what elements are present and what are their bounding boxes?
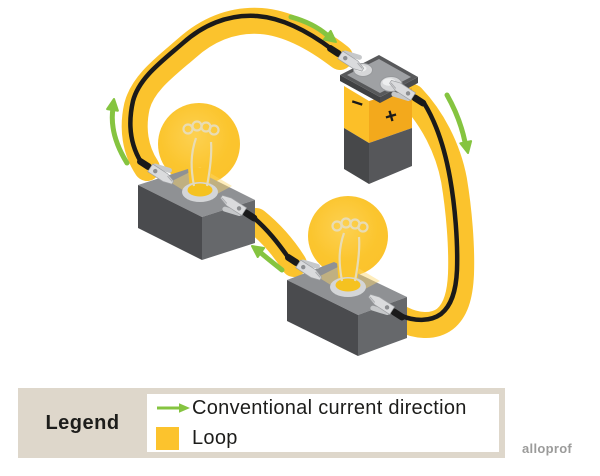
loop-segment-battery-to-bulb1 bbox=[121, 7, 353, 181]
alloprof-watermark: alloprof bbox=[522, 441, 573, 456]
battery-9v: − + bbox=[340, 55, 418, 184]
battery-left-face-dark bbox=[344, 128, 369, 184]
wire-bulb1-to-bulb2 bbox=[251, 215, 291, 260]
current-direction-arrows bbox=[106, 14, 473, 273]
current-arrow-right bbox=[444, 92, 473, 154]
socket-1-front-face bbox=[138, 185, 202, 260]
battery-front-face-dark bbox=[369, 128, 412, 184]
loop-color-swatch-icon bbox=[156, 426, 192, 450]
legend: Legend Conventional current direction Lo… bbox=[18, 388, 505, 458]
wire-bulb2-to-battery bbox=[399, 100, 460, 323]
bulb-2-filament bbox=[331, 217, 369, 282]
circuit-illustration: − + bbox=[106, 7, 475, 356]
current-direction-arrow-icon bbox=[156, 402, 192, 414]
legend-item-current-direction: Conventional current direction bbox=[156, 396, 499, 420]
battery-plus-label: + bbox=[382, 104, 400, 129]
wire-battery-to-bulb1 bbox=[128, 13, 336, 165]
current-arrow-left bbox=[106, 98, 130, 166]
legend-label-current-direction: Conventional current direction bbox=[192, 396, 467, 419]
bulb-1-filament bbox=[182, 120, 220, 187]
socket-2-front-face bbox=[287, 280, 358, 356]
legend-item-loop: Loop bbox=[156, 426, 499, 450]
legend-panel: Conventional current direction Loop bbox=[147, 394, 499, 452]
legend-title-area: Legend bbox=[18, 388, 147, 458]
legend-label-loop: Loop bbox=[192, 426, 238, 449]
bulb-2-glass bbox=[308, 196, 388, 276]
battery-left-face-yellow bbox=[344, 86, 369, 143]
battery-cap-side-left bbox=[340, 75, 380, 103]
current-arrow-middle bbox=[251, 245, 285, 273]
legend-title: Legend bbox=[45, 411, 120, 434]
bulb-1-glass bbox=[158, 103, 240, 185]
circuit-wires bbox=[128, 13, 460, 323]
current-arrow-top bbox=[288, 14, 337, 43]
